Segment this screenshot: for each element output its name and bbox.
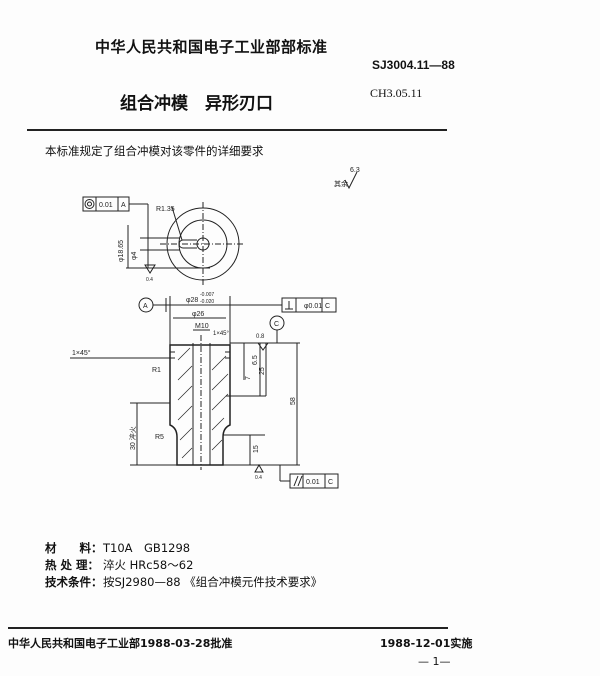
svg-text:φ18.65: φ18.65 bbox=[118, 240, 125, 262]
parallelism-frame bbox=[289, 473, 339, 489]
svg-text:58: 58 bbox=[290, 397, 297, 405]
perpendicularity-frame bbox=[281, 297, 337, 313]
concentricity-icon bbox=[84, 199, 95, 209]
svg-text:30 淬火: 30 淬火 bbox=[128, 426, 137, 450]
page-number: — 1— bbox=[418, 655, 451, 668]
svg-text:A: A bbox=[143, 303, 148, 310]
svg-text:M10: M10 bbox=[195, 323, 209, 330]
perpendicularity-icon bbox=[285, 301, 293, 310]
standard-code: SJ3004.11—88 bbox=[372, 58, 455, 72]
roughness-symbol-icon bbox=[344, 171, 358, 190]
spec-heat-treatment: 热 处 理：淬火 HRc58～62 bbox=[45, 558, 194, 572]
intro-text: 本标准规定了组合冲模对该零件的详细要求 bbox=[45, 144, 264, 158]
svg-text:1×45°: 1×45° bbox=[213, 331, 230, 337]
svg-text:25: 25 bbox=[259, 367, 266, 375]
spec-material: 材 料：T10A GB1298 bbox=[45, 541, 191, 555]
svg-text:φ28: φ28 bbox=[186, 297, 198, 304]
svg-text:0.01: 0.01 bbox=[306, 479, 320, 486]
svg-text:C: C bbox=[274, 321, 279, 328]
svg-text:-0.007: -0.007 bbox=[200, 292, 214, 298]
svg-text:1×45°: 1×45° bbox=[72, 349, 91, 357]
header-divider bbox=[27, 129, 447, 131]
category-code: CH3.05.11 bbox=[370, 86, 423, 100]
svg-text:A: A bbox=[121, 202, 126, 209]
svg-text:0.8: 0.8 bbox=[256, 334, 265, 340]
svg-text:φ0.01: φ0.01 bbox=[304, 303, 322, 310]
svg-text:其余: 其余 bbox=[334, 179, 348, 188]
approval-date: 中华人民共和国电子工业部1988-03-28批准 bbox=[8, 637, 233, 650]
part-section bbox=[169, 344, 231, 466]
svg-text:0.4: 0.4 bbox=[146, 277, 153, 283]
svg-text:R1.35: R1.35 bbox=[156, 206, 175, 213]
svg-text:C: C bbox=[325, 303, 330, 310]
svg-text:15: 15 bbox=[253, 445, 260, 453]
svg-text:0.01: 0.01 bbox=[99, 202, 113, 209]
effective-date: 1988-12-01实施 bbox=[380, 637, 473, 650]
svg-text:C: C bbox=[328, 479, 333, 486]
document-title: 组合冲模 异形刃口 bbox=[120, 94, 273, 114]
technical-drawing: 其余 6.3 0.01 A R1.35 φ18.65 φ4 0.4 A C φ2… bbox=[70, 167, 360, 489]
svg-text:6.5: 6.5 bbox=[252, 355, 259, 365]
svg-text:R1: R1 bbox=[152, 367, 161, 374]
svg-text:7: 7 bbox=[245, 376, 252, 380]
svg-text:0.4: 0.4 bbox=[255, 475, 262, 481]
svg-text:R5: R5 bbox=[155, 434, 164, 441]
svg-text:6.3: 6.3 bbox=[350, 167, 360, 174]
footer-divider bbox=[8, 627, 448, 629]
parallelism-icon bbox=[293, 475, 303, 487]
spec-technical-conditions: 技术条件：按SJ2980—88 《组合冲模元件技术要求》 bbox=[45, 575, 323, 589]
svg-text:φ26: φ26 bbox=[192, 311, 204, 318]
svg-text:φ4: φ4 bbox=[131, 251, 138, 260]
issuing-organization: 中华人民共和国电子工业部部标准 bbox=[95, 38, 328, 56]
svg-text:-0.020: -0.020 bbox=[200, 299, 214, 305]
